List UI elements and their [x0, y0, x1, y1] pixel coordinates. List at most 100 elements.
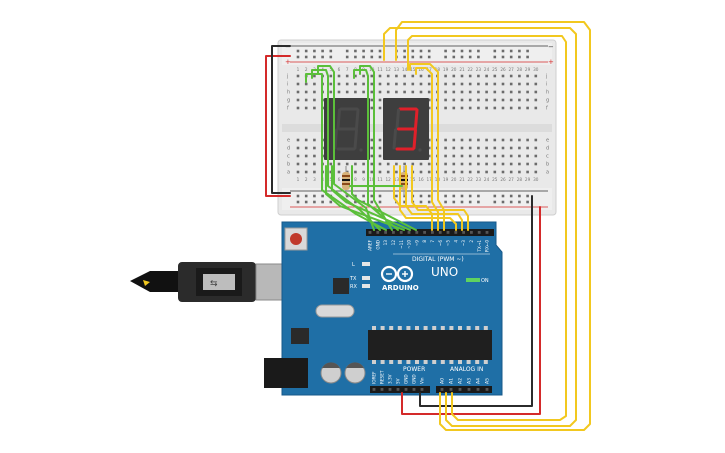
rail-hole[interactable] — [468, 194, 472, 198]
breadboard-hole[interactable] — [477, 98, 480, 102]
rail-hole[interactable] — [362, 49, 365, 53]
wire-yellow-a2[interactable] — [383, 27, 577, 427]
breadboard-hole[interactable] — [370, 90, 374, 94]
rail-hole[interactable] — [329, 49, 333, 53]
rail-hole[interactable] — [509, 200, 513, 204]
rail-hole[interactable] — [313, 49, 316, 53]
rail-hole[interactable] — [345, 194, 349, 198]
rail-hole[interactable] — [304, 55, 308, 59]
breadboard-hole[interactable] — [378, 98, 382, 102]
breadboard-hole[interactable] — [468, 74, 472, 78]
wire-yellow-d4[interactable] — [399, 165, 457, 231]
breadboard-hole[interactable] — [395, 90, 398, 94]
rail-hole[interactable] — [460, 200, 464, 204]
breadboard-hole[interactable] — [419, 82, 423, 86]
breadboard-hole[interactable] — [460, 138, 464, 142]
breadboard-hole[interactable] — [362, 170, 365, 174]
rail-hole[interactable] — [403, 200, 406, 204]
breadboard-hole[interactable] — [370, 162, 374, 166]
breadboard-hole[interactable] — [534, 154, 538, 158]
breadboard-hole[interactable] — [493, 106, 497, 110]
breadboard-hole[interactable] — [493, 170, 497, 174]
breadboard-hole[interactable] — [452, 154, 456, 158]
breadboard-hole[interactable] — [386, 82, 390, 86]
breadboard-hole[interactable] — [518, 90, 521, 94]
wire-yellow-a1[interactable] — [395, 21, 591, 431]
rail-hole[interactable] — [493, 55, 497, 59]
breadboard-hole[interactable] — [452, 138, 456, 142]
breadboard-hole[interactable] — [501, 82, 505, 86]
breadboard-hole[interactable] — [444, 170, 447, 174]
breadboard-hole[interactable] — [296, 82, 300, 86]
rail-hole[interactable] — [411, 55, 415, 59]
digital-pin-socket[interactable] — [438, 231, 442, 234]
rail-hole[interactable] — [378, 49, 382, 53]
breadboard-hole[interactable] — [534, 98, 538, 102]
breadboard-hole[interactable] — [501, 170, 505, 174]
rail-hole[interactable] — [526, 194, 529, 198]
breadboard-hole[interactable] — [501, 106, 505, 110]
breadboard-hole[interactable] — [329, 162, 333, 166]
breadboard-hole[interactable] — [427, 90, 431, 94]
breadboard-hole[interactable] — [509, 74, 513, 78]
wire-yellow-d3[interactable] — [405, 165, 463, 231]
breadboard-hole[interactable] — [354, 74, 357, 78]
analog-pin-socket[interactable] — [440, 388, 444, 391]
breadboard-hole[interactable] — [386, 162, 390, 166]
rail-hole[interactable] — [501, 49, 505, 53]
breadboard-hole[interactable] — [378, 138, 382, 142]
breadboard-hole[interactable] — [444, 154, 447, 158]
breadboard-hole[interactable] — [477, 74, 480, 78]
breadboard-hole[interactable] — [345, 74, 349, 78]
breadboard-hole[interactable] — [337, 90, 341, 94]
breadboard-hole[interactable] — [378, 154, 382, 158]
breadboard-hole[interactable] — [444, 98, 447, 102]
wire-green-4[interactable] — [359, 65, 393, 231]
breadboard-hole[interactable] — [493, 82, 497, 86]
wire-green-3[interactable] — [305, 73, 387, 231]
breadboard-hole[interactable] — [501, 138, 505, 142]
breadboard-hole[interactable] — [518, 138, 521, 142]
wire-red-left[interactable] — [265, 55, 291, 197]
breadboard-hole[interactable] — [468, 162, 472, 166]
breadboard-hole[interactable] — [460, 170, 464, 174]
breadboard-hole[interactable] — [477, 82, 480, 86]
rail-hole[interactable] — [378, 200, 382, 204]
power-pin-socket[interactable] — [420, 388, 424, 391]
rail-hole[interactable] — [509, 55, 513, 59]
rail-hole[interactable] — [370, 194, 374, 198]
analog-header[interactable] — [436, 386, 492, 393]
rail-hole[interactable] — [509, 194, 513, 198]
breadboard-hole[interactable] — [370, 138, 374, 142]
wire-green-7[interactable] — [331, 165, 411, 231]
rail-hole[interactable] — [313, 55, 316, 59]
breadboard-hole[interactable] — [370, 106, 374, 110]
seven-segment-display-left[interactable] — [324, 98, 370, 160]
rail-hole[interactable] — [321, 200, 324, 204]
breadboard-hole[interactable] — [501, 98, 505, 102]
breadboard-hole[interactable] — [419, 170, 423, 174]
breadboard-hole[interactable] — [296, 90, 300, 94]
breadboard-hole[interactable] — [427, 170, 431, 174]
breadboard-hole[interactable] — [460, 98, 464, 102]
breadboard-hole[interactable] — [526, 170, 529, 174]
breadboard-hole[interactable] — [518, 98, 521, 102]
rail-hole[interactable] — [501, 194, 505, 198]
breadboard-hole[interactable] — [403, 90, 406, 94]
breadboard-hole[interactable] — [518, 154, 521, 158]
breadboard-hole[interactable] — [427, 98, 431, 102]
rail-hole[interactable] — [501, 200, 505, 204]
breadboard-hole[interactable] — [518, 146, 521, 150]
rail-hole[interactable] — [403, 55, 406, 59]
breadboard-hole[interactable] — [304, 90, 308, 94]
rail-hole[interactable] — [477, 49, 480, 53]
analog-pin-socket[interactable] — [485, 388, 489, 391]
rail-hole[interactable] — [354, 55, 357, 59]
breadboard-hole[interactable] — [329, 82, 333, 86]
breadboard-hole[interactable] — [526, 82, 529, 86]
rail-hole[interactable] — [427, 200, 431, 204]
breadboard-hole[interactable] — [427, 154, 431, 158]
breadboard-hole[interactable] — [460, 154, 464, 158]
rail-hole[interactable] — [345, 55, 349, 59]
breadboard-hole[interactable] — [485, 90, 488, 94]
